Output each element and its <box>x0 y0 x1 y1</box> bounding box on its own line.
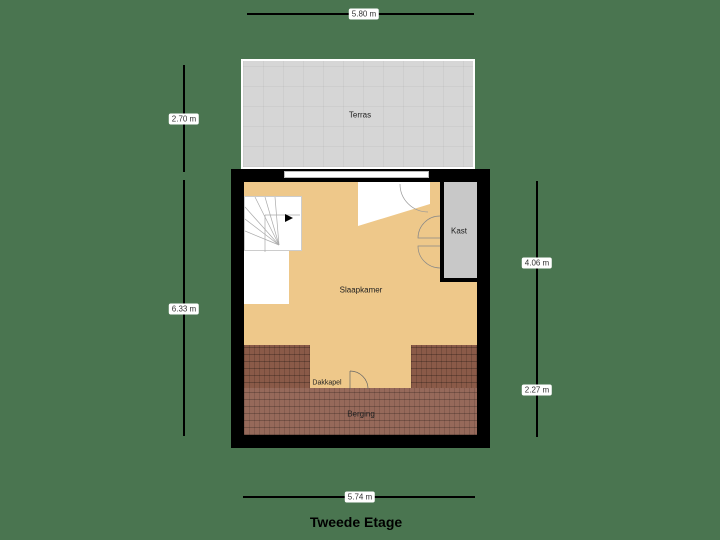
stairs[interactable] <box>244 196 302 252</box>
closet-doors[interactable] <box>416 214 442 270</box>
room-label-dakkapel: Dakkapel <box>312 379 342 387</box>
room-label-berging: Berging <box>347 409 375 419</box>
room-label-terras: Terras <box>348 110 372 120</box>
berging-floor <box>244 388 477 435</box>
window-top <box>284 171 429 178</box>
closet-kast <box>444 182 477 282</box>
roof-left <box>244 345 310 390</box>
dimension-label-top: 5.80 m <box>348 8 380 20</box>
room-label-kast: Kast <box>450 226 468 236</box>
terrace <box>241 59 475 169</box>
door-berging[interactable] <box>349 370 371 390</box>
room-label-slaapkamer: Slaapkamer <box>339 285 383 295</box>
hallway-landing <box>358 182 430 226</box>
dimension-label-right-lower: 2.27 m <box>521 384 553 396</box>
dimension-label-right-upper: 4.06 m <box>521 257 553 269</box>
dimension-label-left-upper: 2.70 m <box>168 113 200 125</box>
floor-title: Tweede Etage <box>309 514 403 530</box>
stairs-icon <box>244 196 300 252</box>
roof-right <box>411 345 477 390</box>
dimension-label-bottom: 5.74 m <box>344 491 376 503</box>
dimension-label-left-lower: 6.33 m <box>168 303 200 315</box>
wall-kast <box>440 182 444 282</box>
